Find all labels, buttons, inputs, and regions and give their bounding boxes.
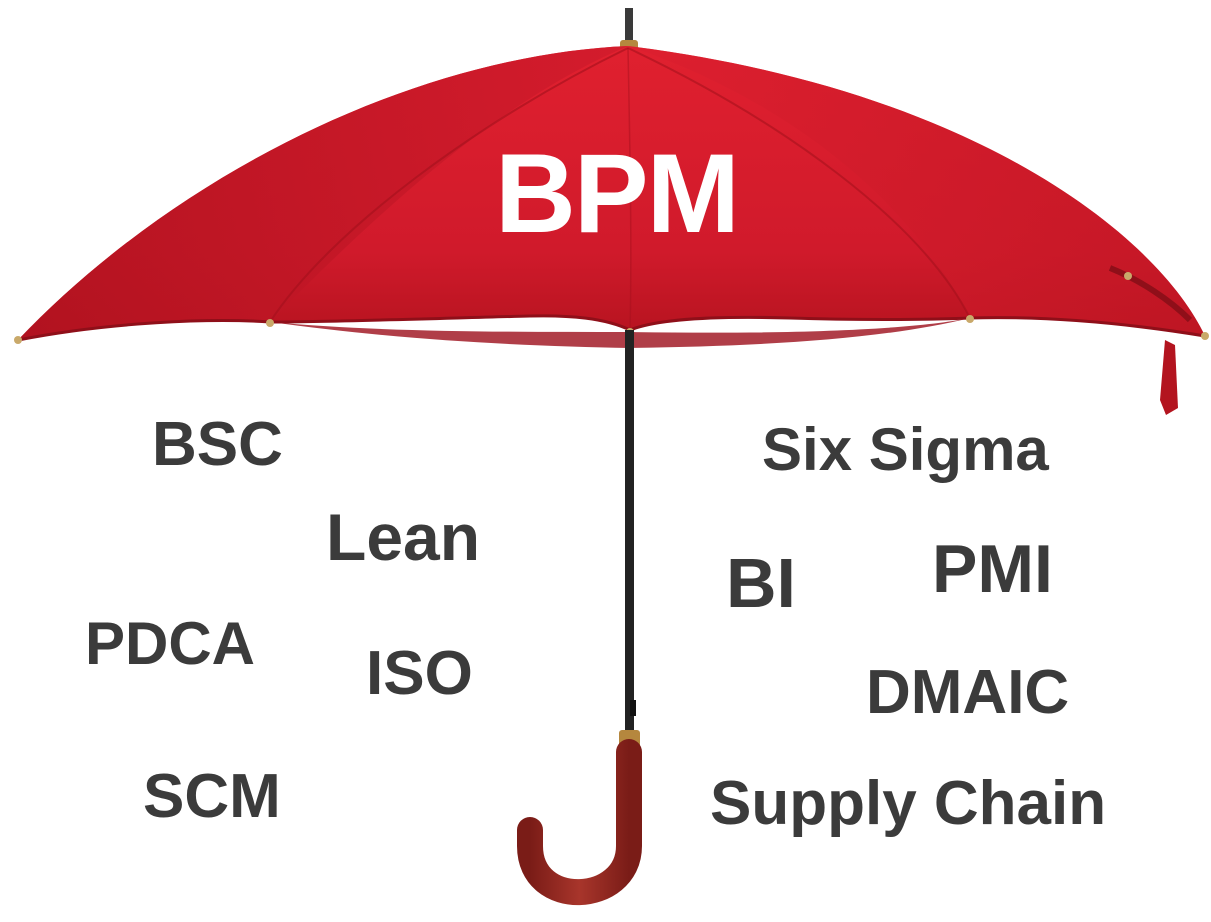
umbrella-strap: [1160, 340, 1178, 415]
term-lean: Lean: [326, 500, 481, 574]
term-pdca: PDCA: [85, 610, 256, 677]
term-six-sigma: Six Sigma: [762, 416, 1049, 483]
term-dmaic: DMAIC: [866, 658, 1070, 727]
term-iso: ISO: [366, 639, 473, 708]
umbrella-shaft: [625, 330, 634, 730]
term-bsc: BSC: [152, 410, 283, 479]
umbrella-tip: [625, 8, 633, 48]
term-pmi: PMI: [932, 531, 1053, 607]
term-scm: SCM: [143, 762, 281, 831]
umbrella-handle: [517, 739, 642, 906]
term-bi: BI: [726, 544, 796, 622]
umbrella-title: BPM: [495, 131, 740, 256]
term-supply-chain: Supply Chain: [710, 769, 1107, 838]
